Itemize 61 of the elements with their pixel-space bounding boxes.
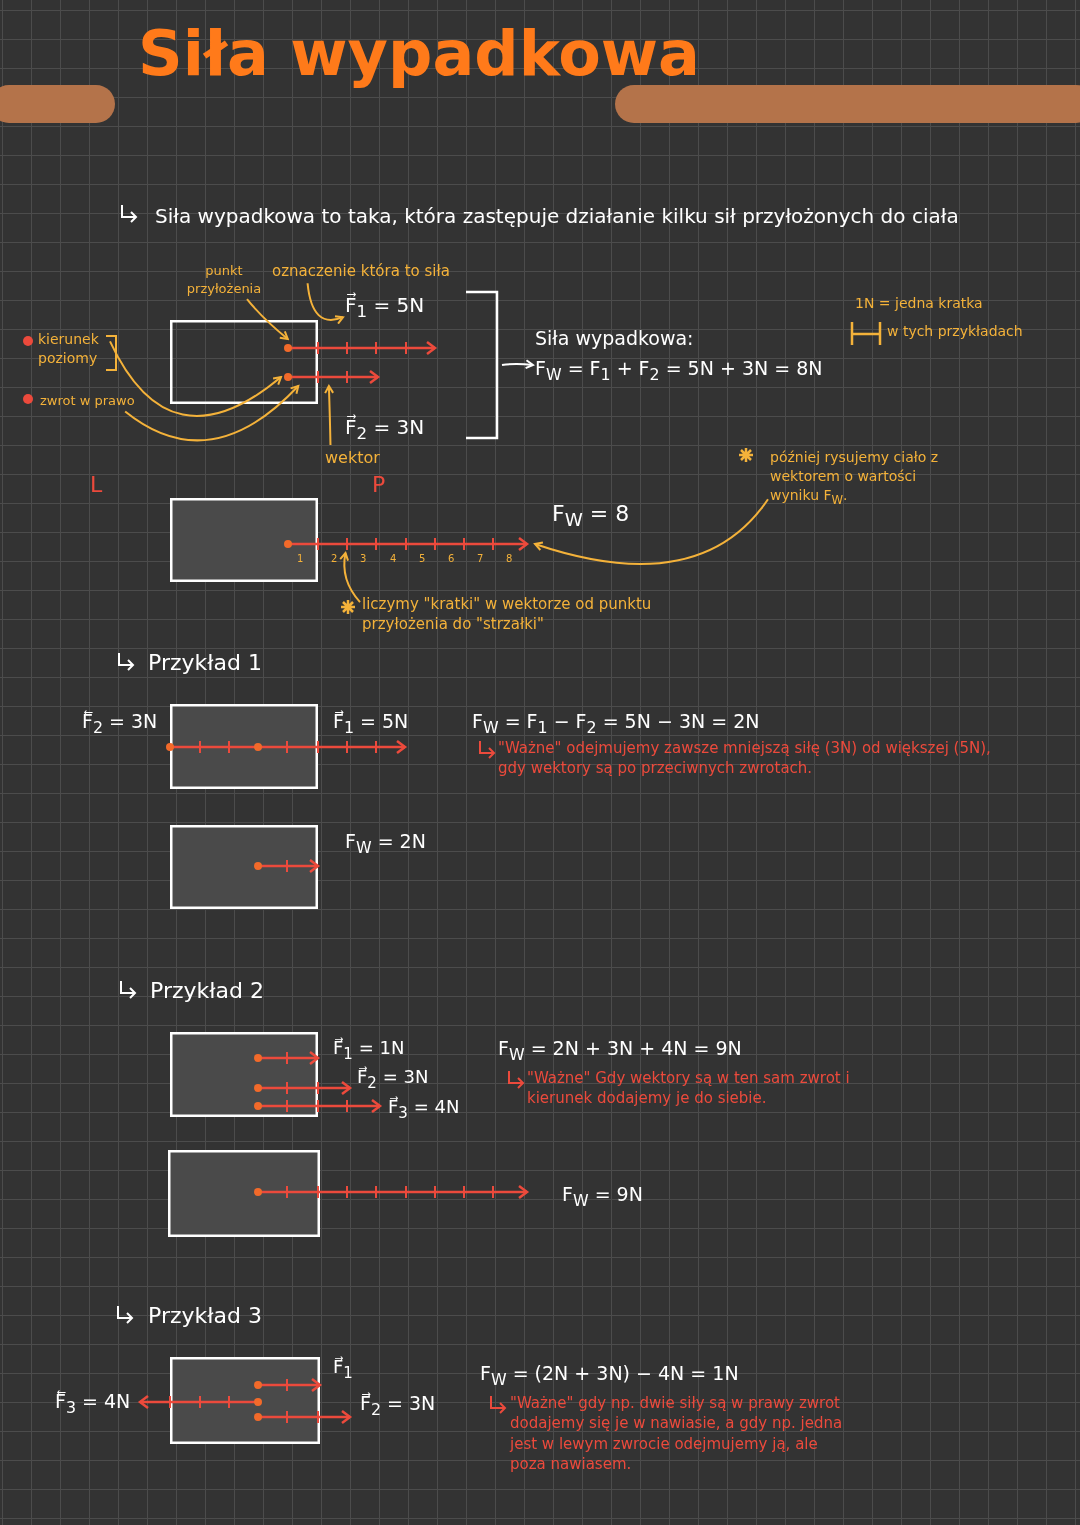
- tick-number: 5: [419, 552, 426, 566]
- heading: Przykład 3: [148, 1302, 262, 1330]
- tick-number: 6: [448, 552, 455, 566]
- body-rectangle: [170, 704, 318, 789]
- note-text: "Ważne" Gdy wektory są w ten sam zwrot i kierunek dodajemy je do siebie.: [527, 1068, 851, 1109]
- heading: Siła wypadkowa:: [535, 326, 695, 351]
- leader-arrow: [109, 340, 282, 417]
- leader-arrow: [246, 298, 289, 340]
- note-text: "Ważne" odejmujemy zawsze mniejszą siłę (3N) od większej (5N), gdy wektory są po przeciwnych zwrotach.: [498, 738, 992, 779]
- leader-arrow: [501, 359, 534, 370]
- heading: Przykład 2: [150, 977, 264, 1005]
- formula: F$_{W}$ = F$_{1}$ + F$_{2}$ = 5N + 3N = 8N: [535, 355, 823, 385]
- tick-number: 4: [390, 552, 397, 566]
- force-label: F⃗$_{1}$: [333, 1355, 353, 1383]
- scale-note: w tych przykładach: [887, 322, 1023, 341]
- annotation-text: oznaczenie która to siła: [272, 261, 450, 282]
- annotation-text: wektor: [325, 447, 380, 469]
- note-text: liczymy "kratki" w wektorze od punktu przyłożenia do "strzałki": [362, 594, 662, 635]
- leader-arrow: [324, 385, 335, 446]
- force-label: F⃗$_{3}$ = 4N: [388, 1095, 460, 1123]
- force-label: F⃖$_{2}$ = 3N: [82, 709, 158, 739]
- formula: F$_{W}$ = 8: [552, 500, 630, 533]
- tick-number: 7: [477, 552, 484, 566]
- force-label: F⃗$_{1}$ = 5N: [333, 709, 409, 739]
- force-label: F⃗$_{2}$ = 3N: [357, 1065, 429, 1093]
- note-text: "Ważne" gdy np. dwie siły są w prawy zwrot dodajemy się je w nawiasie, a gdy np. jedna jest w lewym zwrocie odejmujemy ją, ale poza nawiasem.: [510, 1393, 844, 1474]
- body-rectangle: [170, 1032, 318, 1117]
- force-label: F⃗$_{1}$ = 1N: [333, 1036, 405, 1064]
- leader-arrow: [339, 552, 361, 604]
- force-label: F⃖$_{3}$ = 4N: [55, 1389, 131, 1419]
- leader-arrow: [306, 282, 344, 325]
- tick-number: 2: [331, 552, 338, 566]
- bracket: [464, 290, 500, 440]
- definition-text: Siła wypadkowa to taka, która zastępuje działanie kilku sił przyłożonych do ciała: [155, 203, 959, 230]
- force-label: F⃗$_{1}$ = 5N: [345, 292, 425, 324]
- formula: F$_{W}$ = (2N + 3N) − 4N = 1N: [480, 1361, 739, 1391]
- body-rectangle: [170, 1357, 320, 1444]
- annotation-text: kierunek poziomy: [38, 330, 108, 368]
- formula: F$_{W}$ = F$_{1}$ − F$_{2}$ = 5N − 3N = 2N: [472, 709, 760, 739]
- leader-arrow: [534, 498, 769, 565]
- scale-note: 1N = jedna kratka: [855, 294, 983, 313]
- force-label: F⃗$_{2}$ = 3N: [360, 1391, 436, 1421]
- body-rectangle: [170, 825, 318, 909]
- formula: F$_{W}$ = 2N + 3N + 4N = 9N: [498, 1036, 742, 1066]
- tick-number: 8: [506, 552, 513, 566]
- heading: Przykład 1: [148, 649, 262, 677]
- tick-number: 1: [297, 552, 304, 566]
- force-label: F⃗$_{2}$ = 3N: [345, 414, 425, 445]
- title: Siła wypadkowa: [138, 16, 700, 92]
- annotation-text: zwrot w prawo: [40, 392, 135, 410]
- body-rectangle: [170, 498, 318, 582]
- formula: F$_{W}$ = 9N: [562, 1182, 643, 1212]
- direction-letter: L: [90, 471, 103, 499]
- leader-arrow: [124, 385, 300, 442]
- direction-letter: P: [372, 471, 386, 499]
- body-rectangle: [168, 1150, 320, 1237]
- body-rectangle: [170, 320, 318, 404]
- tick-number: 3: [360, 552, 367, 566]
- formula: F$_{W}$ = 2N: [345, 829, 426, 859]
- note-text: później rysujemy ciało z wektorem o wartości wyniku F$_{W}$.: [770, 448, 960, 509]
- annotation-text: punkt przyłożenia: [178, 262, 270, 298]
